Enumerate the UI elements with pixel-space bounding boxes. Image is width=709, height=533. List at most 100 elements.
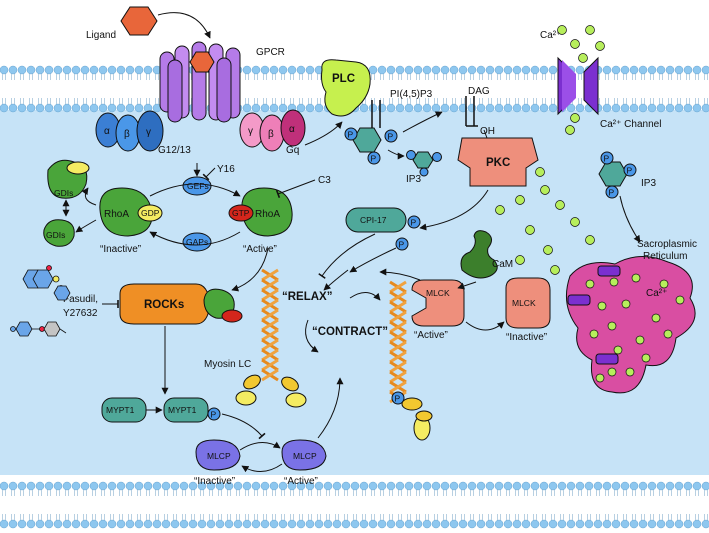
g12-label: G12/13	[158, 145, 191, 156]
y16-label: Y16	[217, 164, 235, 175]
gaps-node	[182, 232, 212, 252]
pip3-to-dag-arrow	[402, 111, 443, 133]
c3-label: C3	[318, 175, 331, 186]
p-label: P	[399, 240, 405, 250]
ca-channel-label: Ca²⁺ Channel	[600, 119, 661, 130]
sr-calcium	[585, 273, 685, 383]
mlck-inactive	[505, 277, 551, 329]
gq-to-plc-arrow	[304, 121, 343, 146]
myosin-heads-right	[391, 391, 433, 441]
rhoa-to-rock-arrow	[231, 247, 269, 292]
gq-complex: γ β α	[239, 109, 306, 152]
cpi-inhibit-mlcp	[318, 233, 376, 279]
sr-title-1: Sacroplasmic	[637, 239, 697, 250]
ligand-label: Ligand	[86, 30, 116, 41]
cycle-arrow-2	[349, 292, 381, 301]
gpcr-label: GPCR	[256, 47, 285, 58]
gdi-top-label: GDIs	[54, 188, 73, 198]
gaps-cycle-arrow	[149, 231, 241, 246]
p-label: P	[371, 154, 377, 164]
mlck-inactive-label: MLCK	[512, 298, 536, 308]
mypt1-phospho	[207, 407, 221, 421]
dag-to-pkc	[483, 129, 488, 139]
contract-label: “CONTRACT”	[312, 326, 388, 338]
myosin-helix-right	[389, 280, 407, 404]
calcium-ions	[495, 25, 605, 275]
rhoa-gdi2-arrow	[75, 219, 97, 233]
free-phosphate	[395, 237, 409, 251]
mlcp-to-relax-arrow	[317, 377, 344, 439]
cpi17-label: CPI-17	[360, 215, 387, 225]
mlck-cycle-arrow	[465, 321, 505, 331]
mypt-inhibit-mlcp	[221, 413, 266, 440]
cam-label: CaM	[492, 259, 513, 270]
gq-beta: β	[268, 129, 274, 140]
inhibitor-line1: Fasudil,	[63, 294, 98, 305]
g12-beta: β	[124, 129, 130, 140]
p-label: P	[348, 130, 354, 140]
mlck-active	[411, 279, 465, 327]
phosphate-arrow	[349, 247, 397, 273]
sr-title-2: Reticulum	[643, 251, 687, 262]
pkc-label: PKC	[486, 157, 510, 169]
ip3-to-sr-arrow	[619, 195, 641, 243]
c3-inhibit	[275, 179, 316, 199]
gpcr-receptor	[159, 41, 241, 123]
y16-inhibit	[202, 167, 216, 181]
gefs-cycle-arrow	[149, 183, 241, 197]
rhoa-active-state: “Active”	[243, 244, 277, 255]
rhoa-inactive-label: RhoA	[104, 209, 129, 220]
p-label: P	[627, 166, 633, 176]
mlcp-inactive-label: MLCP	[207, 451, 231, 461]
ip3-large: P P P	[598, 151, 637, 199]
p-label: P	[411, 218, 417, 228]
mlcp-active-label: MLCP	[293, 451, 317, 461]
dag-molecule	[465, 96, 478, 127]
gdp-label: GDP	[141, 208, 160, 218]
mlcp-inactive-state: “Inactive”	[194, 476, 235, 487]
y27632-molecule	[10, 321, 67, 337]
dag-label: DAG	[468, 86, 490, 97]
mypt1-p-label: MYPT1	[168, 405, 197, 415]
gq-alpha: α	[289, 124, 295, 135]
mypt1-label: MYPT1	[106, 405, 135, 415]
cpi-to-relax-arrow	[323, 269, 349, 291]
rhoa-to-gdi-arrow	[81, 187, 97, 206]
cam-to-mlck	[457, 281, 477, 290]
pkc-to-cpi-arrow	[419, 189, 489, 231]
ligand-arrow	[157, 12, 211, 39]
pip3-molecule: P P P	[344, 100, 398, 165]
ligand-hexagon	[120, 6, 158, 36]
ip3-small	[406, 150, 442, 177]
gdp	[137, 204, 163, 222]
pip3-label: PI(4,5)P3	[390, 89, 433, 100]
sr-channels	[567, 265, 621, 365]
ip3-small-label: IP3	[406, 174, 421, 185]
gdi-bottom-label: GDIs	[46, 230, 65, 240]
gq-label: Gq	[286, 145, 299, 156]
rhoa-inactive-state: “Inactive”	[100, 244, 141, 255]
mlcp-active-state: “Active”	[284, 476, 318, 487]
ca-ion-label: Ca²⁺	[540, 30, 561, 41]
gdi-top-cap	[66, 161, 90, 175]
g12-alpha: α	[104, 126, 110, 137]
myosin-label: Myosin LC	[204, 359, 251, 370]
inhibitor-line2: Y27632	[63, 308, 98, 319]
myosin-helix-left	[261, 268, 279, 382]
p-label: P	[609, 188, 615, 198]
gdi-bottom	[43, 219, 75, 247]
pkc-enzyme	[457, 137, 539, 187]
pip3-to-ip3-arrow	[387, 149, 405, 160]
ca-channel	[557, 56, 599, 116]
p-label: P	[395, 394, 401, 404]
fasudil-molecule	[22, 265, 71, 301]
ip3-large-label: IP3	[641, 178, 656, 189]
rocks-label: ROCKs	[144, 299, 184, 311]
cpi17-phospho	[407, 215, 421, 229]
p-label: P	[211, 410, 217, 420]
rock-gtp	[221, 309, 243, 323]
rhoa-active-label: RhoA	[255, 209, 280, 220]
calmodulin	[460, 230, 498, 279]
